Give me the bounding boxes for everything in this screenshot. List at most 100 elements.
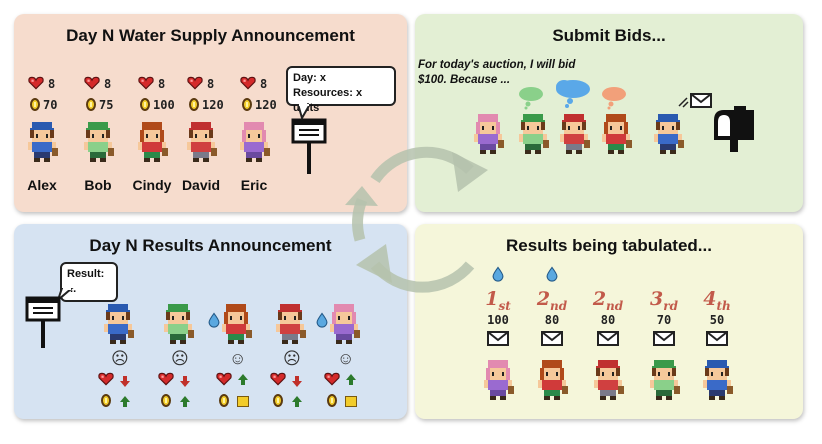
signboard-icon	[25, 296, 61, 348]
coin-icon	[86, 98, 96, 111]
panel-title: Submit Bids...	[552, 26, 666, 45]
heart-icon	[240, 76, 256, 90]
rank-suffix: nd	[550, 298, 568, 313]
panel-title: Day N Results Announcement	[89, 236, 332, 255]
heart-icon	[324, 372, 340, 386]
player-sprite	[84, 122, 114, 162]
bid-amount: 50	[709, 313, 725, 327]
coin-value: 120	[202, 98, 224, 112]
player-name: Alex	[27, 177, 57, 193]
bidder-sprite	[560, 114, 590, 154]
smile-face-icon: ☺	[337, 349, 355, 368]
coin-icon	[189, 98, 199, 111]
rank-suffix: st	[498, 298, 511, 313]
player-name: Bob	[84, 177, 112, 193]
result-player-sprite	[330, 304, 360, 344]
rank-label: 4th	[692, 288, 742, 313]
player-sprite	[187, 122, 217, 162]
ranked-player-sprite	[484, 360, 514, 400]
health-value: 8	[207, 77, 215, 91]
arrow-up-icon	[292, 396, 302, 407]
coin-icon	[242, 98, 252, 111]
frown-face-icon: ☹	[283, 349, 301, 368]
bidder-sprite	[519, 114, 549, 154]
heart-icon	[187, 76, 203, 90]
bubble-line: Day: x	[293, 72, 327, 84]
arrow-up-icon	[346, 374, 356, 385]
rank-number: 1	[485, 288, 499, 310]
arrow-down-icon	[292, 376, 302, 387]
player-sprite	[28, 122, 58, 162]
health-value: 8	[104, 77, 112, 91]
bubble-tail	[58, 288, 74, 302]
coin-value: 120	[255, 98, 277, 112]
player-name: Cindy	[132, 177, 172, 193]
arrow-down-icon	[180, 376, 190, 387]
signboard-icon	[291, 118, 327, 174]
panel-title: Results being tabulated...	[506, 236, 712, 255]
bid-amount: 80	[600, 313, 616, 327]
envelope-icon	[541, 331, 563, 346]
result-player-sprite	[164, 304, 194, 344]
health-value: 8	[48, 77, 56, 91]
bid-amount: 70	[656, 313, 672, 327]
ranked-player-sprite	[703, 360, 733, 400]
player-sprite	[240, 122, 270, 162]
heart-icon	[270, 372, 286, 386]
heart-icon	[138, 76, 154, 90]
heart-icon	[98, 372, 114, 386]
envelope-icon	[597, 331, 619, 346]
bidder-sprite	[602, 114, 632, 154]
result-player-sprite	[222, 304, 252, 344]
coin-icon	[140, 98, 150, 111]
thought-cloud-icon	[556, 80, 590, 108]
ranked-player-sprite	[594, 360, 624, 400]
envelope-icon	[706, 331, 728, 346]
panel-title: Day N Water Supply Announcement	[66, 26, 355, 45]
mailbox-icon	[714, 106, 754, 152]
rank-suffix: nd	[606, 298, 624, 313]
bidder-sprite	[474, 114, 504, 154]
bubble-tail	[296, 104, 312, 120]
frown-face-icon: ☹	[111, 349, 129, 368]
ranked-player-sprite	[650, 360, 680, 400]
player-sprite	[138, 122, 168, 162]
coin-icon	[101, 394, 111, 407]
water-supply-announcement-panel: Day N Water Supply Announcement	[14, 14, 407, 212]
heart-icon	[216, 372, 232, 386]
coin-icon	[30, 98, 40, 111]
bubble-line: Result:	[67, 268, 105, 280]
player-name: David	[181, 177, 221, 193]
rank-suffix: th	[716, 298, 731, 313]
envelope-icon	[487, 331, 509, 346]
player-name: Eric	[240, 177, 268, 193]
coin-icon	[219, 394, 229, 407]
envelope-icon	[653, 331, 675, 346]
rank-suffix: rd	[663, 298, 678, 313]
health-value: 8	[158, 77, 166, 91]
result-player-sprite	[276, 304, 306, 344]
rank-number: 3	[650, 288, 664, 310]
ranked-player-sprite	[538, 360, 568, 400]
coin-value: 100	[153, 98, 175, 112]
frown-face-icon: ☹	[171, 349, 189, 368]
coin-value: 75	[99, 98, 114, 112]
bidder-sprite	[654, 114, 684, 154]
coin-bonus-icon	[345, 396, 357, 407]
coin-value: 70	[43, 98, 58, 112]
coin-icon	[161, 394, 171, 407]
water-drop-icon	[546, 266, 558, 282]
arrow-up-icon	[238, 374, 248, 385]
arrow-up-icon	[120, 396, 130, 407]
motion-lines	[678, 97, 689, 108]
bid-amount: 100	[487, 313, 509, 327]
heart-icon	[158, 372, 174, 386]
rank-label: 1st	[473, 288, 523, 313]
health-value: 8	[260, 77, 268, 91]
bid-amount: 80	[544, 313, 560, 327]
arrow-down-icon	[120, 376, 130, 387]
coin-bonus-icon	[237, 396, 249, 407]
rank-number: 4	[703, 288, 717, 310]
water-drop-icon	[492, 266, 504, 282]
